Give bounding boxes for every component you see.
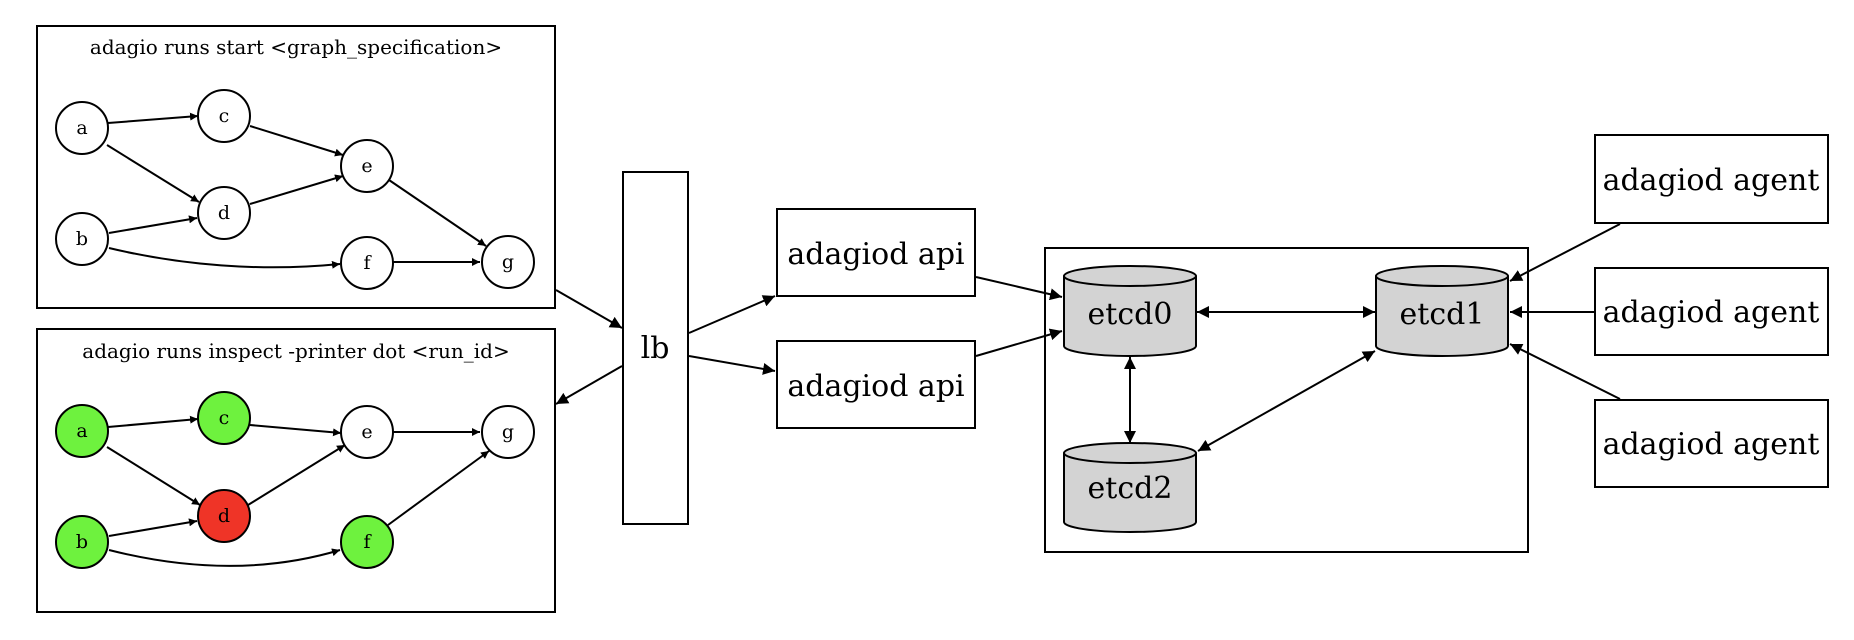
etcd0-node: etcd0 — [1063, 265, 1197, 357]
etcd1-label: etcd1 — [1400, 297, 1485, 332]
edge-api-1-etcd0 — [975, 276, 1063, 301]
etcd2-node: etcd2 — [1063, 442, 1197, 533]
api-node-2: adagiod api — [776, 340, 976, 429]
etcd1-node: etcd1 — [1375, 265, 1509, 357]
graph-node-f-label: f — [363, 252, 372, 274]
edge-a-c — [107, 112, 199, 124]
edge-start-to-lb — [555, 289, 623, 329]
etcd0-label: etcd0 — [1088, 297, 1173, 332]
api-node-1: adagiod api — [776, 208, 976, 297]
edge-a-d — [106, 144, 200, 203]
edge-e-g — [388, 179, 487, 247]
cluster-inspect-frame — [36, 328, 556, 613]
edge-d-e — [249, 174, 344, 205]
inspect-edge-a-c — [107, 415, 199, 428]
load-balancer-node: lb — [622, 171, 689, 525]
agent-node-1-label: adagiod agent — [1603, 163, 1820, 198]
cluster-start: adagio runs start <graph_specification> … — [36, 25, 556, 309]
edge-api-2-etcd0 — [975, 328, 1063, 357]
graph-node-d: d — [197, 186, 251, 240]
inspect-node-c: c — [197, 391, 251, 445]
edge-lb-api-1 — [688, 295, 776, 334]
inspect-node-f: f — [340, 515, 394, 569]
etcd2-label: etcd2 — [1088, 471, 1173, 506]
graph-node-e: e — [340, 139, 394, 193]
graph-node-c: c — [197, 89, 251, 143]
inspect-edge-f-g — [387, 450, 490, 526]
inspect-node-a: a — [55, 404, 109, 458]
edge-lb-to-inspect — [555, 365, 623, 405]
graph-node-a: a — [55, 101, 109, 155]
inspect-node-e-label: e — [361, 421, 372, 443]
graph-node-g-label: g — [502, 251, 514, 273]
inspect-node-e: e — [340, 405, 394, 459]
agent-node-3: adagiod agent — [1594, 399, 1829, 488]
agent-node-2-label: adagiod agent — [1603, 295, 1820, 330]
graph-node-f: f — [340, 236, 394, 290]
inspect-node-d: d — [197, 489, 251, 543]
inspect-edge-b-f — [108, 548, 341, 567]
api-node-1-label: adagiod api — [787, 237, 964, 272]
graph-node-e-label: e — [361, 155, 372, 177]
inspect-node-g: g — [481, 405, 535, 459]
edge-etcd2-etcd1 — [1197, 350, 1376, 452]
inspect-edge-a-d — [106, 446, 201, 506]
edge-agent-1-etcd1 — [1509, 223, 1621, 282]
inspect-edge-d-e — [247, 444, 346, 506]
inspect-edge-c-e — [249, 424, 342, 437]
graph-node-a-label: a — [76, 117, 87, 139]
etcd-cluster-frame — [1044, 247, 1529, 553]
agent-node-1: adagiod agent — [1594, 134, 1829, 224]
api-node-2-label: adagiod api — [787, 369, 964, 404]
cluster-inspect-label: adagio runs inspect -printer dot <run_id… — [82, 339, 509, 363]
edge-c-e — [249, 125, 344, 157]
edge-lb-api-2 — [688, 355, 776, 375]
inspect-node-b-label: b — [76, 531, 88, 553]
edge-b-d — [108, 215, 198, 234]
load-balancer-label: lb — [641, 331, 670, 366]
graph-node-b: b — [55, 212, 109, 266]
cluster-start-frame — [36, 25, 556, 309]
inspect-node-f-label: f — [363, 531, 372, 553]
edge-b-f — [108, 247, 341, 269]
graph-node-b-label: b — [76, 228, 88, 250]
graph-node-d-label: d — [218, 202, 230, 224]
inspect-node-g-label: g — [502, 421, 514, 443]
cluster-start-label: adagio runs start <graph_specification> — [90, 35, 502, 59]
inspect-node-c-label: c — [219, 407, 230, 429]
inspect-node-d-label: d — [218, 505, 230, 527]
inspect-node-a-label: a — [76, 420, 87, 442]
graph-node-g: g — [481, 235, 535, 289]
cluster-inspect: adagio runs inspect -printer dot <run_id… — [36, 328, 556, 613]
inspect-node-b: b — [55, 515, 109, 569]
agent-node-3-label: adagiod agent — [1603, 427, 1820, 462]
graph-node-c-label: c — [219, 105, 230, 127]
inspect-edge-b-d — [108, 518, 198, 537]
agent-node-2: adagiod agent — [1594, 267, 1829, 356]
edge-agent-3-etcd1 — [1509, 343, 1621, 400]
